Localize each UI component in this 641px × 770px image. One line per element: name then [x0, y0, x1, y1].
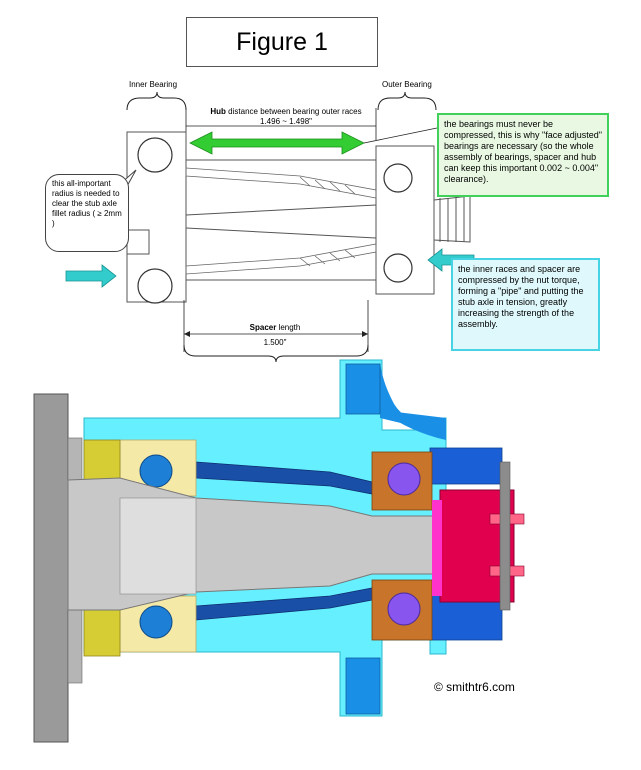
- inner-races-note: the inner races and spacer are compresse…: [451, 258, 600, 351]
- spacer-label-bold: Spacer: [249, 323, 277, 332]
- outer-bearing-label: Outer Bearing: [382, 80, 432, 89]
- spacer-value: 1.500": [263, 338, 287, 347]
- inner-bearing-label: Inner Bearing: [129, 80, 178, 89]
- hub-label-rest: distance between bearing outer races: [225, 107, 362, 116]
- spacer-label-rest: length: [276, 323, 301, 332]
- hub-dimension-label: Hub distance between bearing outer races…: [196, 107, 376, 127]
- inner-bearing-bracket: [126, 91, 187, 111]
- cyan-arrow-left: [65, 264, 117, 288]
- inner-top-ball-sketch: [137, 137, 173, 173]
- inner-bottom-ball: [139, 605, 173, 639]
- spacer-sketch: [185, 167, 377, 275]
- figure-title: Figure 1: [186, 17, 378, 67]
- spacer-dimension-label: Spacer length: [200, 323, 350, 333]
- inner-seal-bottom: [83, 605, 121, 657]
- hub-range: 1.496 ~ 1.498": [260, 117, 312, 126]
- outer-top-ball: [387, 462, 421, 496]
- outer-top-ball-sketch: [383, 163, 413, 193]
- outer-bottom-ball: [387, 592, 421, 626]
- stub-axle-flange: [33, 393, 69, 743]
- inner-top-ball: [139, 454, 173, 488]
- copyright: © smithtr6.com: [434, 680, 515, 694]
- inner-bottom-ball-sketch: [137, 268, 173, 304]
- outer-bottom-ball-sketch: [383, 253, 413, 283]
- hub-label-bold: Hub: [210, 107, 226, 116]
- bearings-note: the bearings must never be compressed, t…: [437, 113, 609, 197]
- outer-bearing-bracket: [377, 91, 437, 111]
- radius-note: this all-important radius is needed to c…: [45, 174, 129, 252]
- spacer-bracket: [183, 344, 369, 363]
